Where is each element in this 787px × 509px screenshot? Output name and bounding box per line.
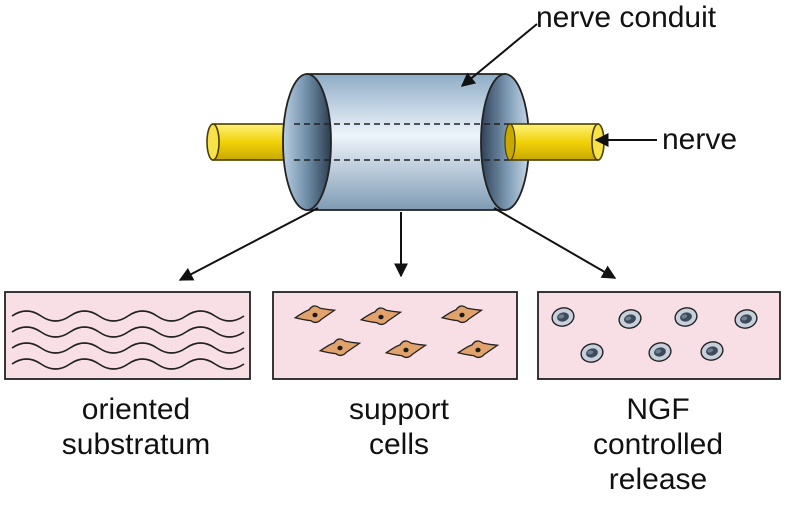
ngf-microsphere	[700, 341, 724, 361]
caption-line: NGF	[626, 393, 690, 426]
ngf-microsphere	[648, 342, 672, 362]
wavy-fiber	[11, 358, 245, 370]
caption-line: substratum	[61, 428, 211, 461]
ngf-microsphere	[551, 307, 575, 327]
support-cell	[456, 340, 500, 359]
panel-oriented-substratum	[4, 291, 251, 380]
support-cell	[440, 305, 484, 324]
caption-line: controlled	[592, 428, 724, 461]
wavy-fiber	[11, 310, 245, 322]
ngf-microsphere	[580, 343, 604, 363]
support-cell	[384, 340, 428, 359]
support-cell	[359, 307, 403, 326]
nerve-conduit-label: nerve conduit	[536, 1, 717, 34]
arrow-to-oriented-substratum	[178, 207, 319, 281]
nerve-label: nerve	[662, 123, 738, 156]
right-nerve-segment	[504, 123, 605, 161]
conduit-label-arrow	[460, 23, 538, 87]
support-cell	[293, 305, 337, 324]
support-cells-group	[293, 305, 500, 359]
wavy-fiber	[11, 342, 245, 354]
caption-line: oriented	[81, 393, 191, 426]
caption-line: support	[348, 393, 450, 426]
caption-support-cells: support cells	[283, 392, 515, 462]
ngf-microspheres-group	[551, 307, 758, 363]
nerve-conduit-tube	[282, 73, 530, 211]
arrow-to-ngf-release	[493, 207, 617, 279]
wavy-fiber	[11, 326, 245, 338]
panel-support-cells	[272, 291, 518, 380]
oriented-fibers	[11, 310, 245, 370]
ngf-microsphere	[734, 309, 758, 329]
caption-line: cells	[368, 428, 429, 461]
left-nerve-segment	[206, 123, 294, 161]
support-cell	[318, 338, 362, 357]
ngf-microsphere	[674, 307, 698, 327]
caption-oriented-substratum: oriented substratum	[20, 392, 252, 462]
caption-ngf-controlled-release: NGF controlled release	[540, 392, 776, 497]
panel-ngf-release	[537, 291, 781, 380]
ngf-microsphere	[618, 309, 642, 329]
caption-line: release	[608, 463, 708, 496]
